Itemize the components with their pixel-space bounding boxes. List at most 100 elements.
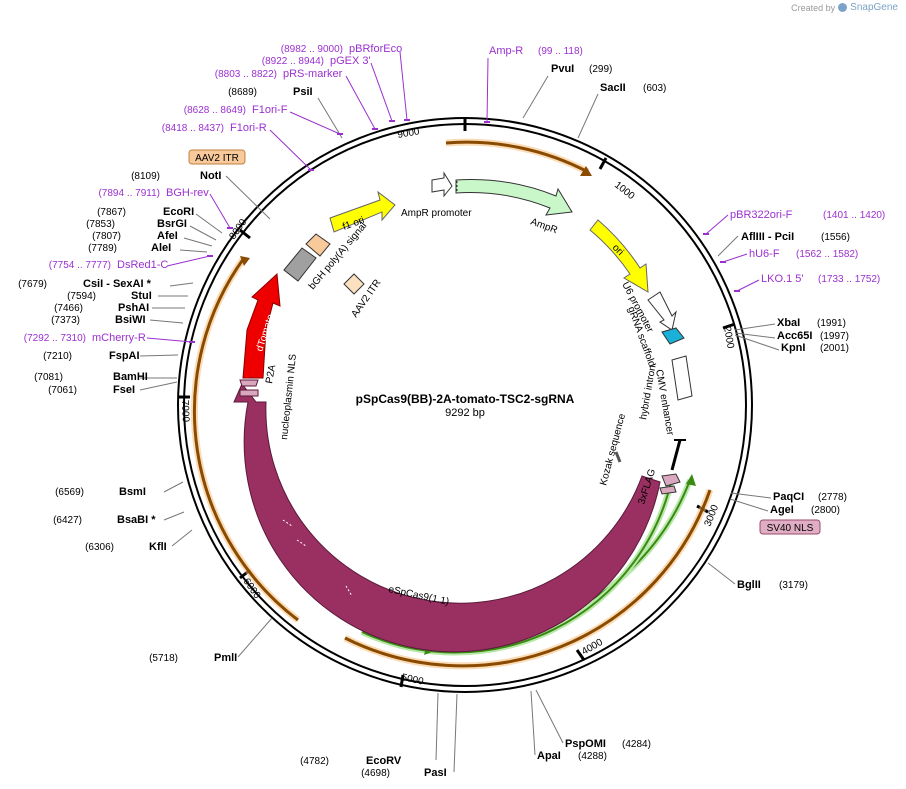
enzyme-leader <box>225 175 271 220</box>
primer-name: hU6-F <box>749 248 780 260</box>
label-kozak: Kozak sequence <box>598 412 628 487</box>
enzyme-site: BglII(3179) <box>737 579 808 591</box>
enzyme-name: SacII <box>600 82 626 94</box>
primer-position: (8982 .. 9000) <box>281 44 343 55</box>
enzyme-name: BsiWI <box>115 314 146 326</box>
enzyme-site: EcoRI(7867) <box>97 206 194 218</box>
enzyme-leader <box>734 323 776 331</box>
label-ampr-promoter: AmpR promoter <box>401 208 472 219</box>
enzyme-name: PsiI <box>293 86 313 98</box>
enzyme-site: BamHI(7081) <box>34 371 148 383</box>
tick-mark <box>598 157 608 170</box>
primer-leader <box>736 279 760 292</box>
enzyme-leader <box>237 617 273 658</box>
enzyme-name: PspOMI <box>565 738 606 750</box>
primer-leader <box>705 214 729 235</box>
enzyme-leader <box>163 511 185 521</box>
enzyme-leader <box>577 93 599 139</box>
tick-mark <box>575 649 586 661</box>
enzyme-leader <box>717 235 739 257</box>
enzyme-position: (6306) <box>85 542 114 553</box>
enzyme-position: (1997) <box>820 331 849 342</box>
escas9-feature <box>233 383 661 653</box>
grna-scaffold-feature <box>661 327 685 345</box>
enzyme-position: (2778) <box>818 492 847 503</box>
enzyme-name: BglII <box>737 579 761 591</box>
primer-site: hU6-F(1562 .. 1582) <box>749 248 858 260</box>
enzyme-leader <box>317 97 343 139</box>
label-hybrid-intron: hybrid intron <box>638 364 658 420</box>
enzyme-name: BsmI <box>119 486 146 498</box>
enzyme-position: (299) <box>589 64 612 75</box>
enzyme-site: ApaI(4288) <box>537 750 607 762</box>
label-ampr: AmpR <box>529 216 559 236</box>
enzyme-name: PshAI <box>118 302 149 314</box>
u6-promoter-feature <box>647 291 677 331</box>
enzyme-position: (2800) <box>811 505 840 516</box>
flag-feature <box>659 473 681 495</box>
enzyme-leader <box>729 498 769 512</box>
tick-mark <box>399 674 405 688</box>
primer-site: F1ori-F(8628 .. 8649) <box>184 104 288 116</box>
enzyme-site: NotI(8109) <box>131 170 221 182</box>
enzyme-position: (4288) <box>578 751 607 762</box>
outer-feature-right-arc <box>343 488 714 670</box>
enzyme-position: (7210) <box>43 351 72 362</box>
enzyme-position: (4698) <box>361 768 390 779</box>
enzyme-name: AflIII - PciI <box>741 231 794 243</box>
enzyme-name: BsaBI * <box>117 514 156 526</box>
enzyme-site: BsmI(6569) <box>55 486 146 498</box>
enzyme-leader <box>734 332 776 339</box>
primer-position: (1733 .. 1752) <box>818 274 880 285</box>
enzyme-site: Acc65I(1997) <box>777 330 849 342</box>
enzyme-leader <box>734 334 780 351</box>
primer-site: pBR322ori-F(1401 .. 1420) <box>730 209 885 221</box>
sv40-nls-box: SV40 NLS <box>759 519 821 535</box>
enzyme-position: (4284) <box>622 739 651 750</box>
enzyme-leader <box>169 282 194 287</box>
enzyme-site: AfeI(7807) <box>92 230 178 242</box>
tick-label: 2000 <box>721 326 736 350</box>
enzyme-site: KflI(6306) <box>85 541 167 553</box>
aav2-itr-inner <box>343 273 365 295</box>
outer-feature-ori-strip <box>445 138 592 176</box>
enzyme-name: AfeI <box>157 230 178 242</box>
cmv-enhancer-feature <box>671 355 693 401</box>
enzyme-leader <box>435 692 439 761</box>
enzyme-name: KpnI <box>781 342 805 354</box>
enzyme-site: AleI(7789) <box>88 242 171 254</box>
enzyme-position: (7061) <box>48 385 77 396</box>
primer-leader <box>722 253 748 263</box>
enzyme-name: PasI <box>424 767 447 779</box>
enzyme-name: PvuI <box>551 63 574 75</box>
enzyme-leader <box>183 237 213 247</box>
primer-position: (99 .. 118) <box>538 46 583 57</box>
primer-name: pGEX 3' <box>330 55 371 67</box>
enzyme-site: BsaBI *(6427) <box>53 514 156 526</box>
enzyme-site: AflIII - PciI(1556) <box>741 231 850 243</box>
enzyme-labels: PvuI(299)SacII(603)AflIII - PciI(1556)Xb… <box>18 63 850 779</box>
primer-site: pBRforEco(8982 .. 9000) <box>281 43 402 55</box>
f1ori-feature <box>329 190 396 233</box>
plasmid-size: 9292 bp <box>445 407 485 419</box>
ori-feature <box>589 219 649 293</box>
tick-mark <box>239 228 251 240</box>
dtomato-feature <box>242 272 281 379</box>
label-p2a: P2A <box>264 364 278 385</box>
enzyme-site: CsiI - SexAI *(7679) <box>18 278 151 290</box>
tick-mark <box>722 322 736 330</box>
enzyme-position: (1991) <box>817 318 846 329</box>
bgh-feature <box>283 247 317 282</box>
enzyme-leader <box>149 319 184 324</box>
enzyme-name: BsrGI <box>157 218 187 230</box>
primer-leader <box>269 129 312 171</box>
enzyme-position: (7789) <box>88 243 117 254</box>
enzyme-site: StuI(7594) <box>67 290 152 302</box>
primer-site: pRS-marker(8803 .. 8822) <box>215 68 343 80</box>
label-leaders <box>139 51 780 773</box>
primer-site: Amp-R(99 .. 118) <box>489 45 583 57</box>
enzyme-site: PaqCI(2778) <box>773 491 847 503</box>
enzyme-position: (2001) <box>820 343 849 354</box>
enzyme-site: FspAI(7210) <box>43 350 139 362</box>
